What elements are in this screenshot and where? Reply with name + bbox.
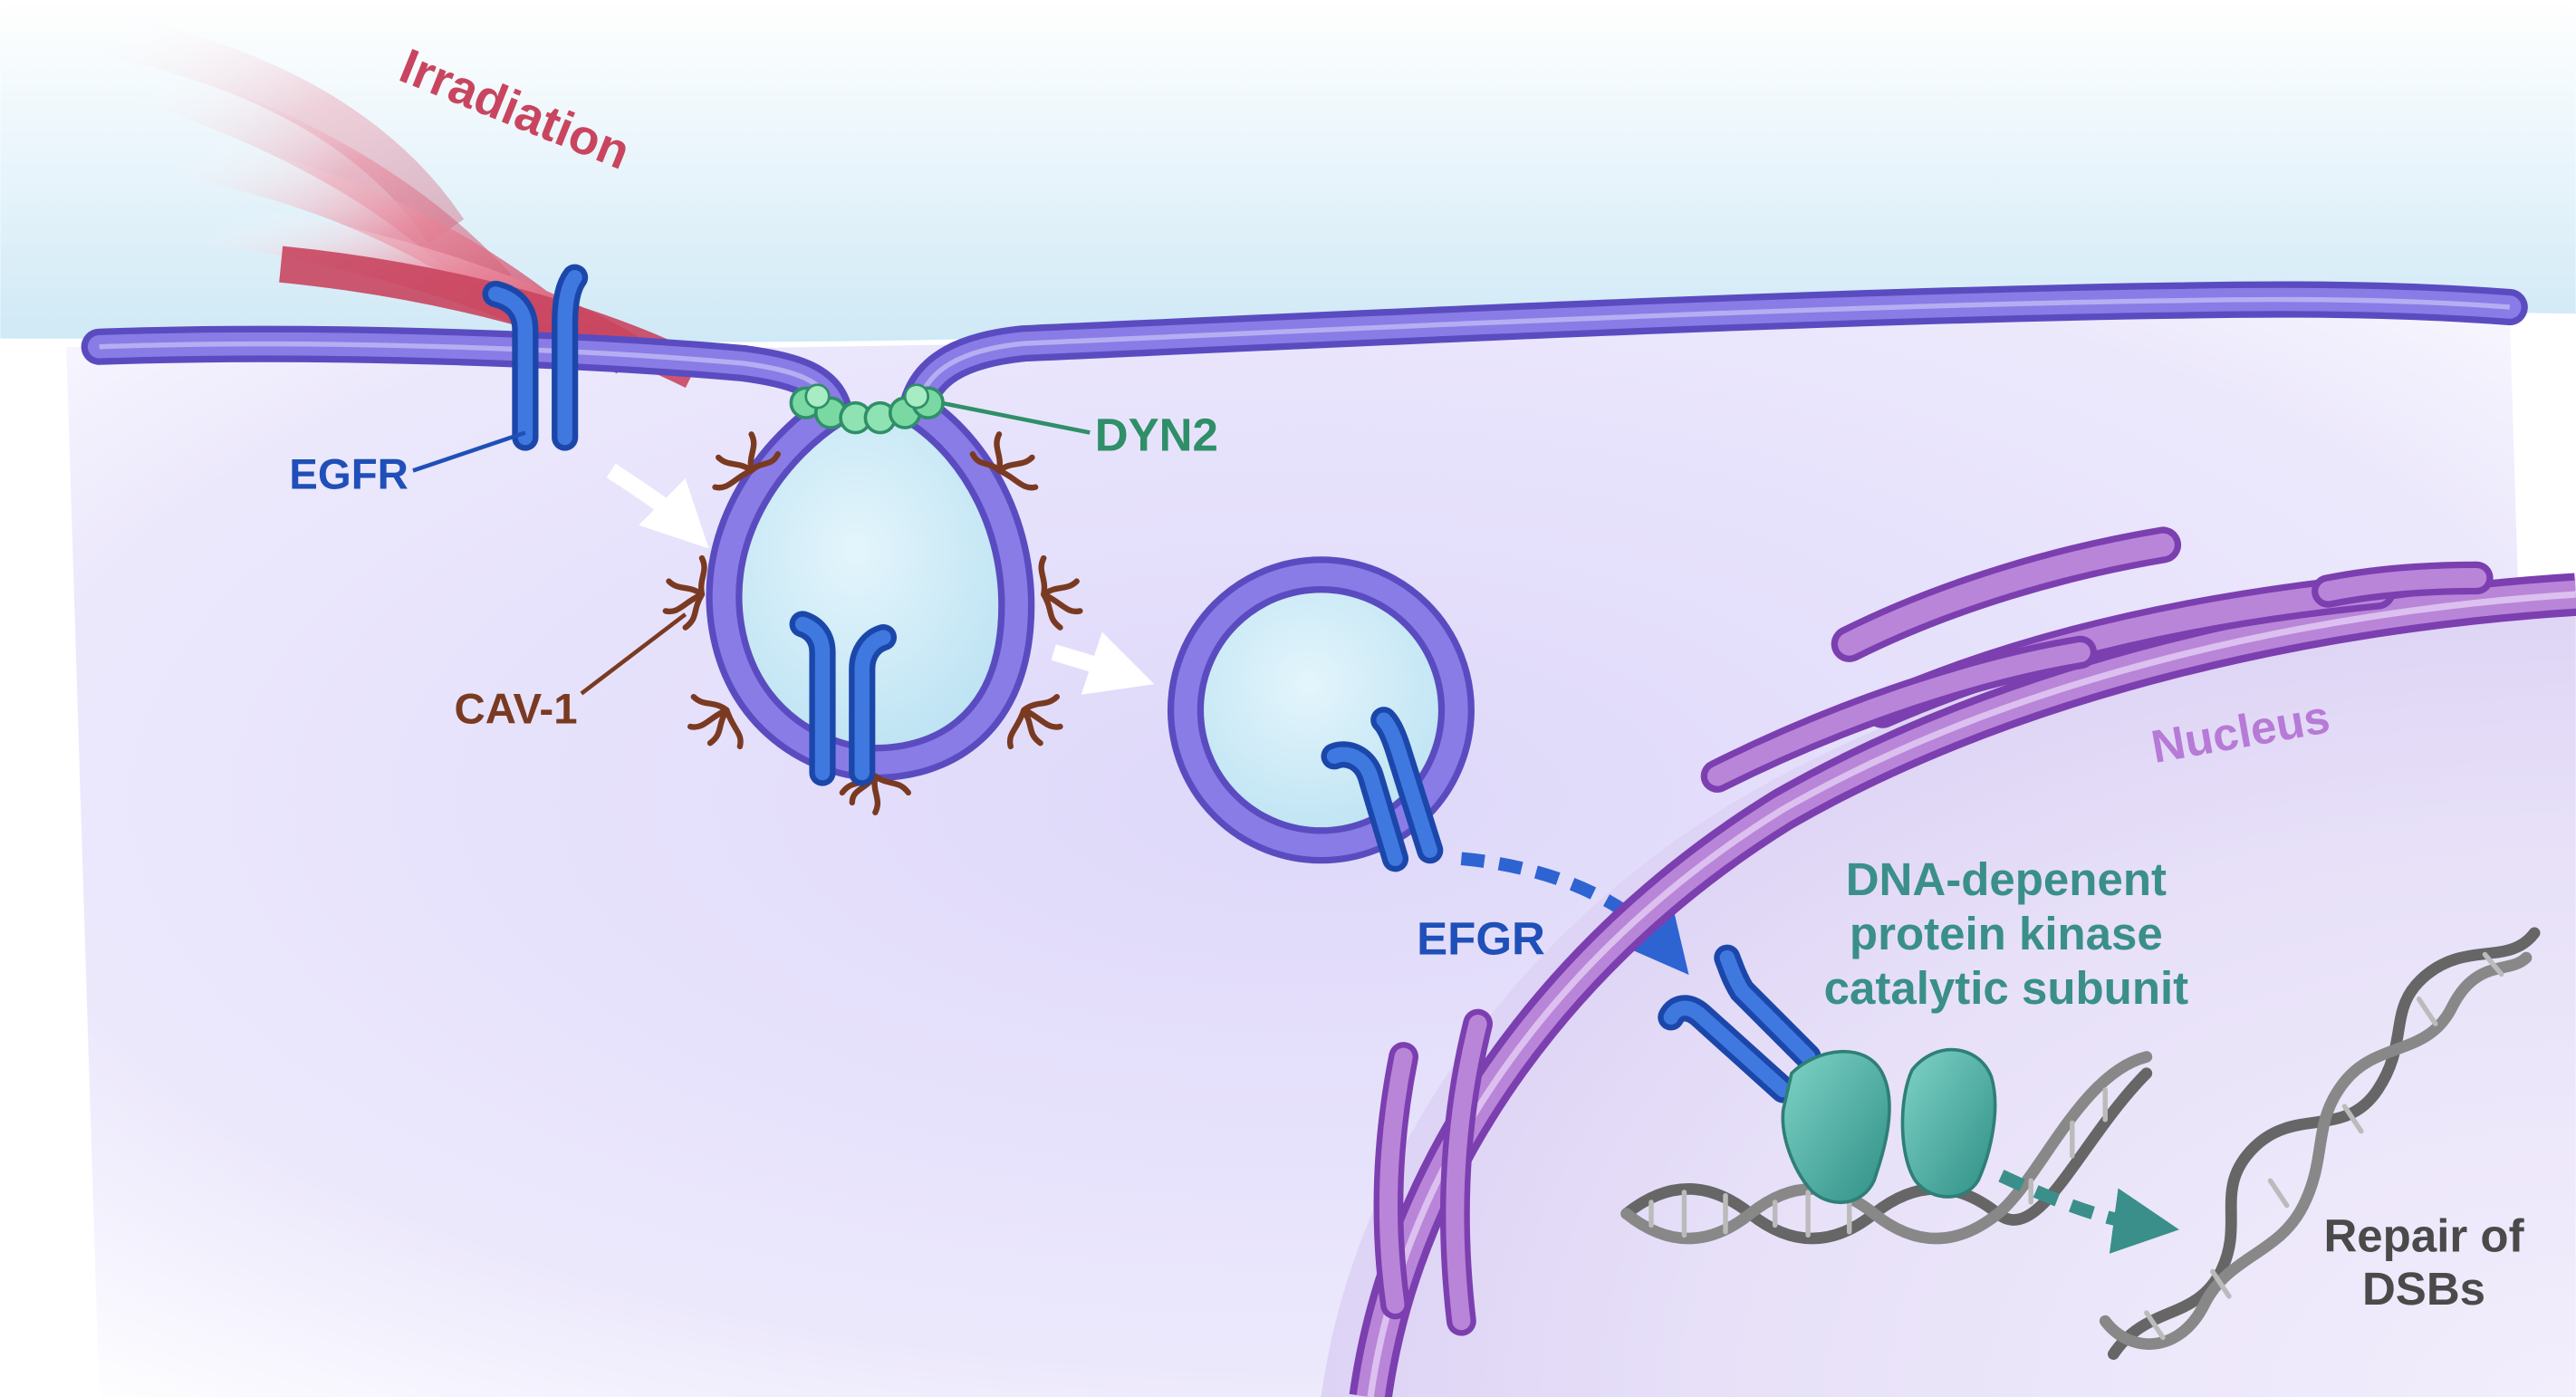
dna-pkcs-protein (1781, 1047, 1997, 1205)
dyn2-label: DYN2 (1095, 409, 1218, 461)
egfr-receptor-endosome (1321, 707, 1444, 872)
internalization-arrow-2 (1051, 631, 1155, 695)
dna-pkcs-label-line1: DNA-depenent (1846, 853, 2167, 905)
cav1-leader-line (580, 612, 687, 696)
endosome-vesicle (1167, 556, 1475, 864)
dna-pkcs-label-line2: protein kinase (1850, 908, 2163, 959)
dna-pkcs-label-line3: catalytic subunit (1824, 962, 2189, 1014)
efgr-label: EFGR (1417, 913, 1545, 965)
egfr-receptor-vesicle (789, 611, 898, 786)
dyn2-leader-line (940, 400, 1091, 435)
cav1-label: CAV-1 (455, 685, 578, 733)
endoplasmic-reticulum (1373, 526, 2494, 1336)
egfr-receptor-membrane (482, 264, 589, 451)
repair-label-line2: DSBs (2362, 1263, 2485, 1315)
repair-label-line1: Repair of (2323, 1210, 2524, 1262)
internalization-arrow-1 (606, 463, 709, 549)
extracellular-space (0, 0, 2576, 342)
egfr-label: EGFR (289, 451, 409, 499)
egfr-leader-line (412, 430, 526, 473)
egfr-receptor-nucleus (1658, 944, 1821, 1103)
dna-helix-right (2099, 927, 2541, 1360)
nucleus-interior (1321, 577, 2576, 1397)
dyn2-ring (789, 383, 945, 435)
repair-arrow (1998, 1170, 2179, 1254)
plasma-membrane (81, 281, 2528, 429)
